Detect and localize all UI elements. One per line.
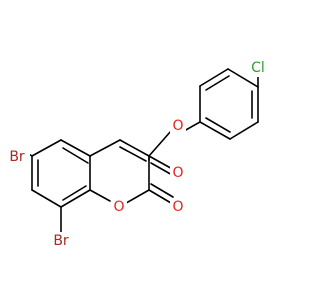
- chlorine-label: Cl: [251, 60, 265, 76]
- bond-c5-c6: [31, 139, 62, 157]
- structure-diagram: Cl O O O O Br Br: [6, 59, 270, 250]
- cl-label-bg: [246, 59, 270, 77]
- o-carbonyl-label-bg: [170, 165, 186, 183]
- bond-c4a-c5-double: [62, 147, 89, 164]
- bromine-8-label: Br: [53, 233, 69, 249]
- bond-c8-c8a-double: [62, 185, 87, 201]
- bond-c4-c4a: [89, 139, 121, 157]
- bond-ar1: [227, 68, 259, 88]
- carbonyl-oxygen-label: O: [172, 165, 183, 181]
- ring-oxygen-label: O: [113, 199, 124, 215]
- bond-c8a-o1: [89, 189, 111, 202]
- bond-c2-exo-double: [150, 183, 174, 198]
- bond-c3-c4: [119, 139, 150, 157]
- lactone-oxygen-label: O: [172, 199, 183, 215]
- chlorophenyl-ring: [199, 66, 259, 140]
- br6-label-bg: [6, 148, 30, 166]
- atom-labels: Cl O O O O Br Br: [6, 59, 270, 250]
- br8-label-bg: [48, 232, 74, 250]
- o-ester-label-bg: [170, 118, 186, 136]
- bond-c4a-c5: [60, 139, 91, 157]
- bond-ar4: [199, 121, 231, 140]
- bond-o-c: [148, 130, 172, 157]
- o-lactone-label-bg: [170, 198, 186, 216]
- bond-ar5: [229, 121, 259, 140]
- bond-ar-double-2: [205, 117, 231, 133]
- o-ring-label-bg: [111, 198, 127, 216]
- ester-oxygen-label: O: [172, 118, 183, 134]
- bond-c7-c8: [31, 189, 62, 208]
- bond-c2-exo: [148, 189, 172, 204]
- bond-c8-c8a: [60, 189, 91, 208]
- bromine-6-label: Br: [9, 149, 25, 165]
- bond-c3-c4-double: [119, 146, 147, 162]
- bond-ar-o: [183, 121, 201, 132]
- bond-ar-double-1: [205, 75, 230, 91]
- bond-ar2: [199, 68, 229, 87]
